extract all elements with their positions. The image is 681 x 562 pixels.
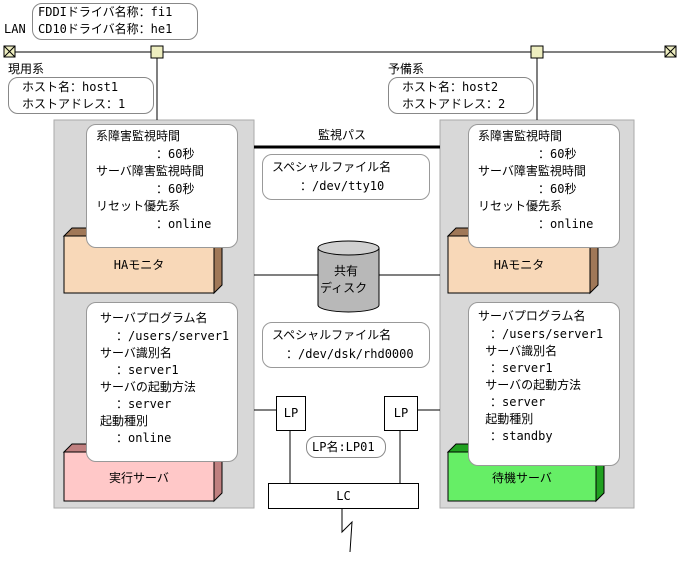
lan-connector-active — [150, 45, 164, 59]
shared-disk-label-1: 共有 — [334, 264, 359, 278]
standby-server-line: サーバ識別名 — [478, 344, 558, 358]
standby-host-name: ホスト名：host2 — [402, 80, 499, 94]
active-system-title: 現用系 — [8, 62, 45, 76]
standby-host-address: ホストアドレス：2 — [402, 97, 506, 111]
lc-line — [341, 509, 353, 553]
special-file-2-value: ：/dev/dsk/rhd0000 — [286, 347, 414, 361]
standby-system-title: 予備系 — [388, 62, 425, 76]
active-server-line: サーバの起動方法 — [100, 380, 196, 394]
lp-box-right: LP — [384, 396, 418, 431]
exec-server-label: 実行サーバ — [109, 471, 169, 485]
standby-server-line: 起動種別 — [478, 412, 534, 426]
lan-terminator-right — [664, 45, 677, 58]
standby-monitor-line: 系障害監視時間 — [478, 129, 563, 143]
active-server-line: ：server1 — [104, 363, 179, 377]
standby-server-line: ：standby — [478, 429, 553, 443]
lp-name-bubble — [306, 436, 386, 458]
lan-connector-standby — [530, 45, 544, 59]
standby-server-line: サーバの起動方法 — [478, 378, 582, 392]
active-server-line: ：server — [104, 397, 172, 411]
standby-server-line: ：server — [478, 395, 546, 409]
standby-host-bubble — [388, 77, 534, 114]
standby-server-line: サーバプログラム名 — [478, 309, 586, 323]
ha-monitor-label-active: HAモニタ — [113, 258, 165, 272]
ha-monitor-label-standby: HAモニタ — [493, 258, 545, 272]
special-file-2-label: スペシャルファイル名 — [272, 328, 392, 342]
active-server-line: サーバ識別名 — [100, 346, 172, 360]
standby-server-settings — [468, 302, 620, 466]
fddi-driver-label: FDDIドライバ名称：fi1 — [38, 5, 173, 19]
standby-monitor-line: ：60秒 — [478, 147, 577, 161]
active-monitor-line: ：60秒 — [132, 147, 195, 161]
active-server-line: 起動種別 — [100, 414, 149, 428]
lc-box: LC — [268, 483, 419, 509]
standby-monitor-line: ：60秒 — [478, 182, 577, 196]
driver-info-bubble — [32, 3, 198, 40]
standby-server-line: ：server1 — [478, 361, 553, 375]
special-file-2-bubble — [262, 322, 430, 368]
active-host-name: ホスト名：host1 — [22, 80, 119, 94]
special-file-1-value: ：/dev/tty10 — [300, 179, 385, 193]
active-server-line: ：/users/server1 — [104, 329, 230, 343]
active-host-address: ホストアドレス：1 — [22, 97, 126, 111]
standby-monitor-settings — [468, 124, 620, 248]
special-file-1-label: スペシャルファイル名 — [272, 160, 392, 174]
standby-server-line: ：/users/server1 — [478, 327, 604, 341]
standby-monitor-line: サーバ障害監視時間 — [478, 164, 586, 178]
active-host-bubble — [8, 77, 154, 114]
active-monitor-line: 系障害監視時間 — [96, 129, 181, 143]
lp-box-left: LP — [276, 396, 306, 431]
lan-terminator-left — [3, 45, 16, 58]
shared-disk-label-2: ディスク — [320, 281, 368, 295]
active-monitor-line: ：60秒 — [132, 182, 195, 196]
standby-server-label: 待機サーバ — [492, 471, 552, 485]
special-file-1-bubble — [262, 154, 430, 200]
standby-monitor-line: ：online — [478, 217, 594, 231]
active-server-settings — [86, 302, 238, 462]
active-server-line: ：online — [104, 431, 172, 445]
active-monitor-settings — [86, 124, 238, 248]
active-monitor-line: リセット優先系 — [96, 199, 181, 213]
active-monitor-line: サーバ障害監視時間 — [96, 164, 204, 178]
monitor-path-label: 監視パス — [318, 128, 367, 142]
cd10-driver-label: CD10ドライバ名称：he1 — [38, 22, 173, 36]
active-monitor-line: ：online — [132, 217, 212, 231]
lp-name-label: LP名:LP01 — [312, 440, 375, 454]
shared-disk — [317, 240, 380, 313]
standby-monitor-line: リセット優先系 — [478, 199, 563, 213]
active-server-line: サーバプログラム名 — [100, 311, 208, 325]
lan-label: LAN — [4, 22, 26, 36]
